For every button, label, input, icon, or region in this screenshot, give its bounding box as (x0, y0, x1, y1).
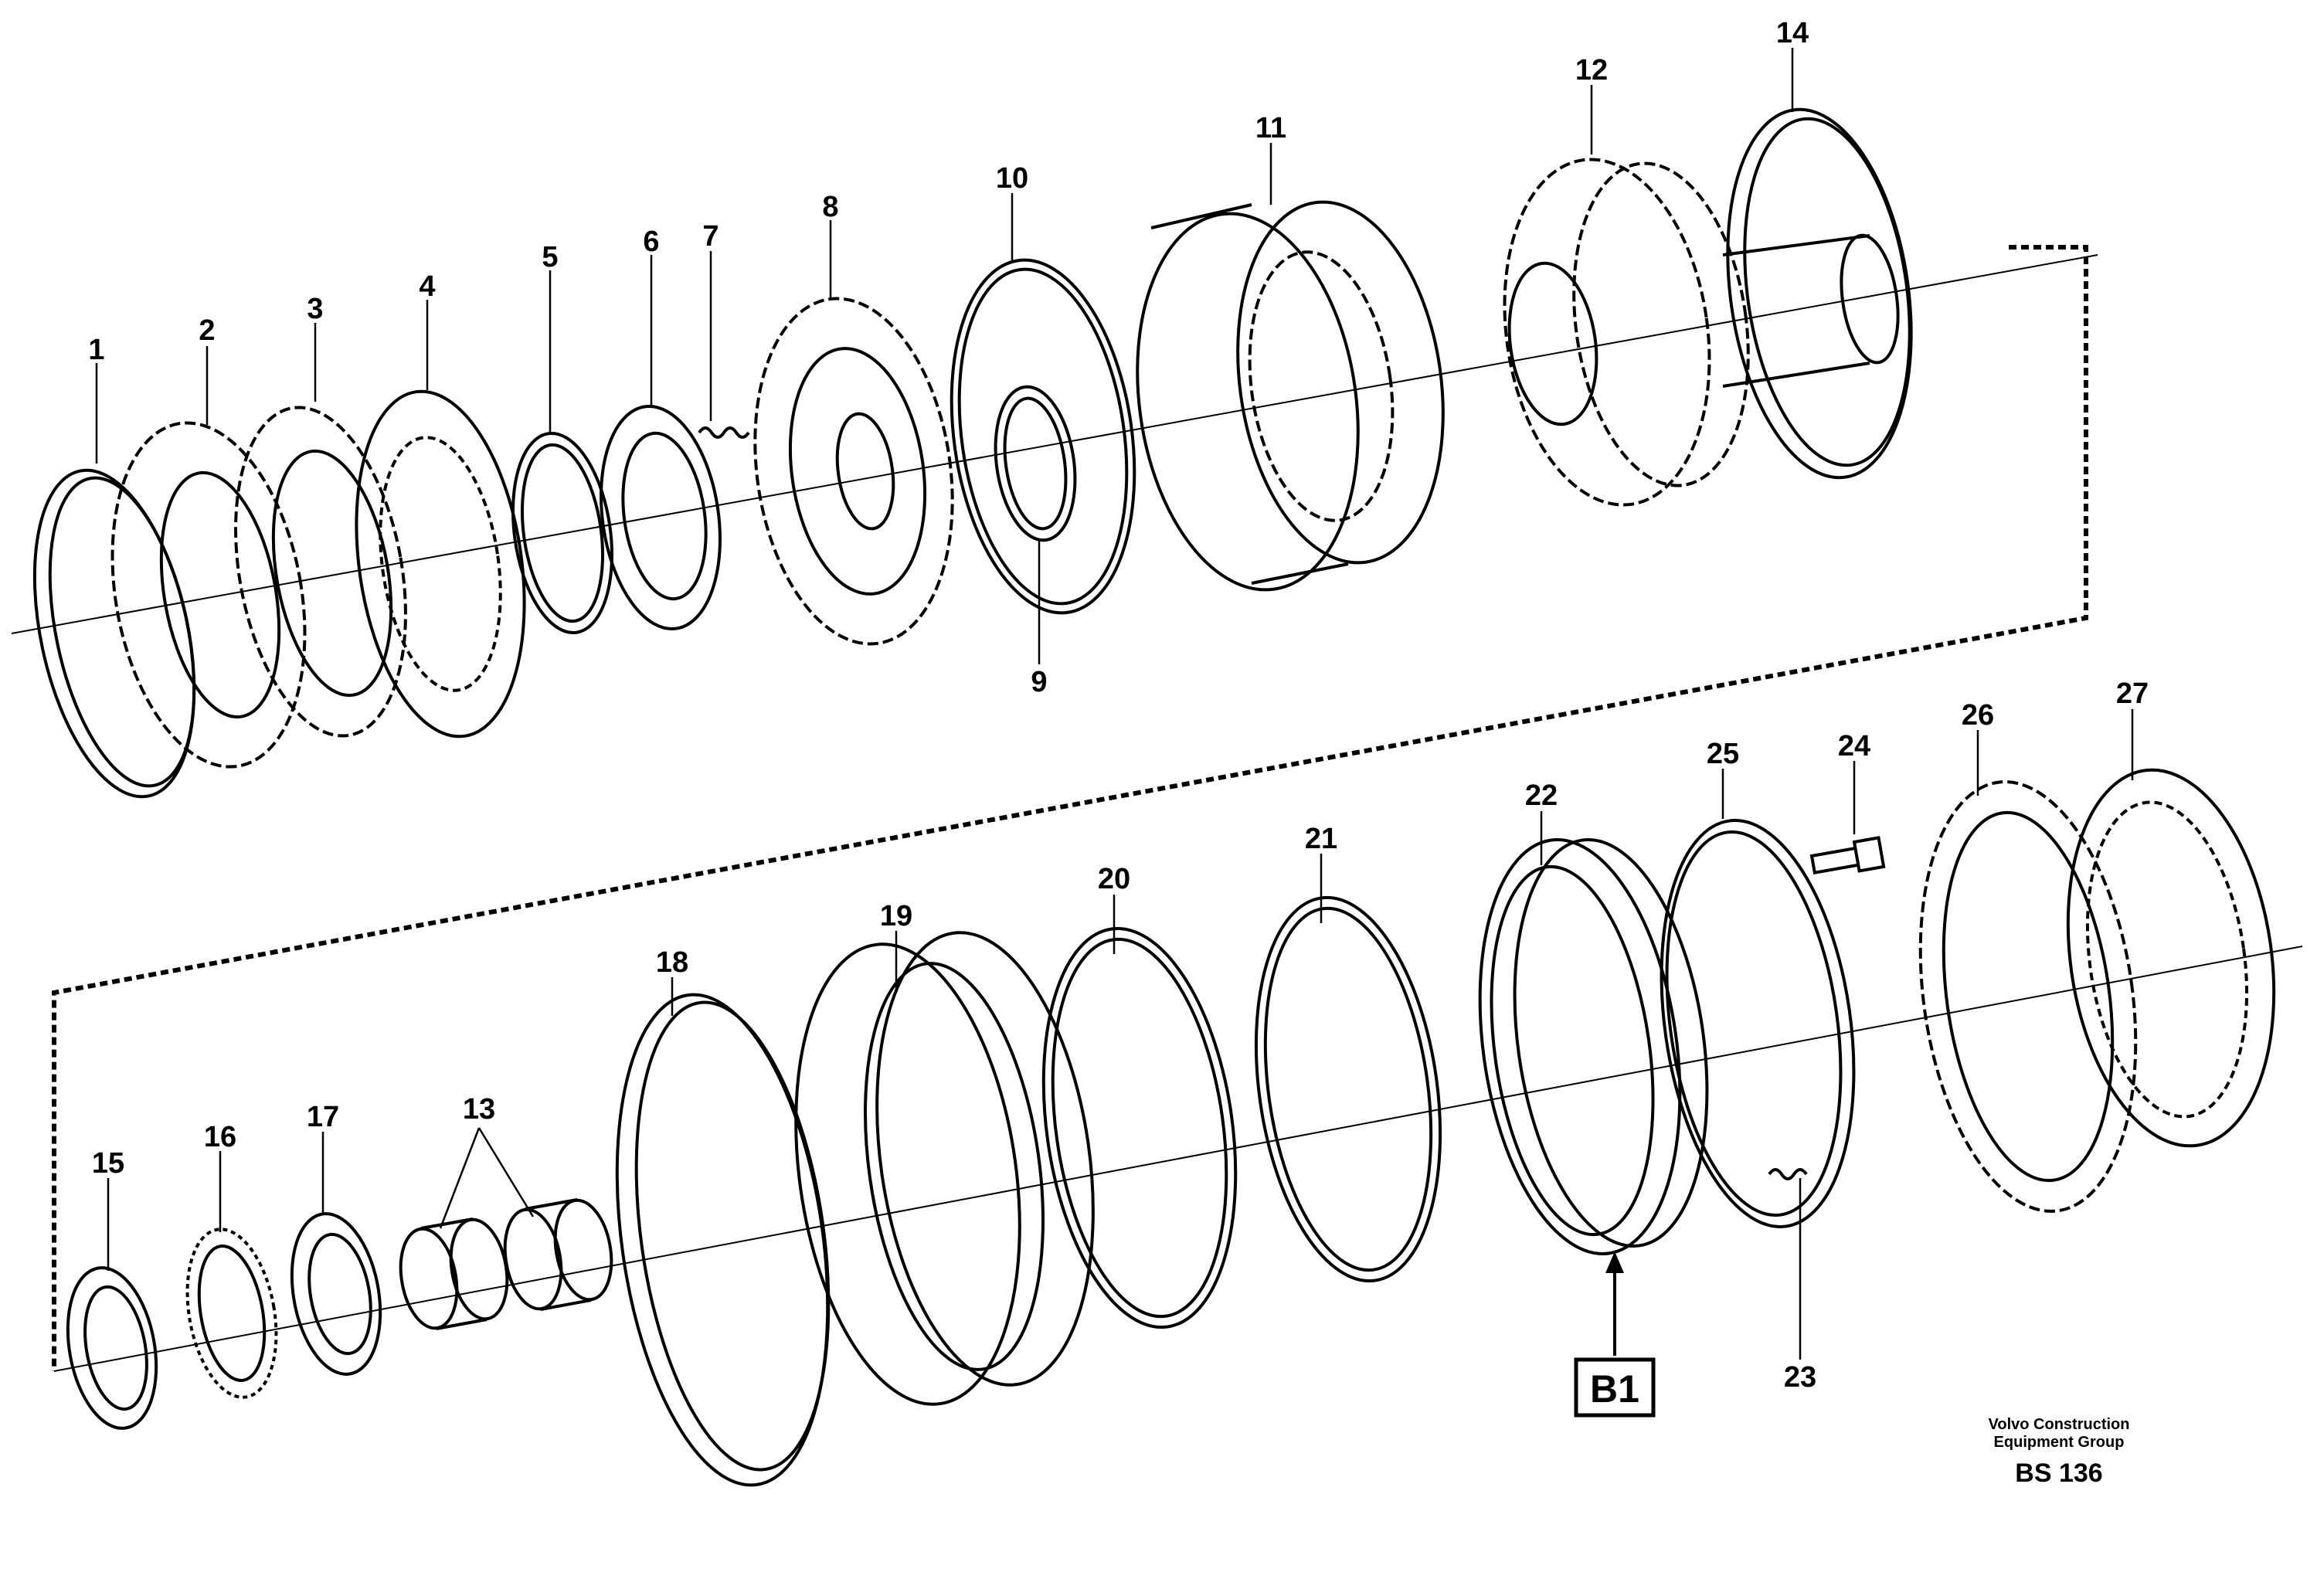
part-27-friction-disc (2066, 768, 2276, 1148)
part-3-toothed-disc (234, 406, 407, 738)
part-24-screw (1809, 836, 1886, 874)
part-label-21: 21 (1305, 823, 1337, 855)
part-6-spring-washer (600, 405, 722, 630)
part-label-25: 25 (1707, 738, 1739, 770)
part-label-5: 5 (542, 241, 558, 273)
part-label-17: 17 (307, 1101, 339, 1133)
part-label-26: 26 (1962, 699, 1994, 732)
row-connector-dashed (52, 245, 2088, 1371)
part-label-16: 16 (204, 1121, 236, 1153)
part-label-10: 10 (996, 162, 1028, 195)
part-22-piston-ring (1478, 838, 1709, 1255)
part-12-gear-shaft (1503, 158, 1900, 507)
part-5-ring (511, 431, 614, 635)
part-16-bearing (185, 1228, 278, 1399)
part-label-18: 18 (656, 946, 688, 979)
part-label-13: 13 (463, 1093, 495, 1126)
part-8-gear-hub (753, 297, 954, 646)
part-10-ring (950, 258, 1136, 615)
leader-lines (95, 48, 2134, 1360)
part-18-split-ring (615, 993, 831, 1487)
b1-reference-box (1574, 1357, 1656, 1418)
part-4-friction-disc (355, 389, 526, 739)
part-25-spring-plate (1660, 819, 1856, 1228)
part-label-7: 7 (702, 220, 719, 253)
part-label-27: 27 (2116, 677, 2149, 710)
part-label-6: 6 (643, 226, 659, 258)
part-label-14: 14 (1776, 17, 1809, 49)
figure-code: BS 136 (2015, 1458, 2102, 1488)
b1-reference-label: B1 (1590, 1367, 1639, 1411)
part-label-12: 12 (1575, 54, 1608, 87)
part-23-spring (1768, 1168, 1808, 1180)
part-13-bushing-b (503, 1198, 613, 1311)
part-label-19: 19 (880, 900, 912, 932)
part-label-9: 9 (1031, 666, 1047, 698)
part-label-3: 3 (307, 293, 323, 325)
part-9-ring (994, 385, 1077, 542)
part-26-toothed-disc (1918, 780, 2138, 1213)
part-label-22: 22 (1525, 779, 1558, 812)
part-2-toothed-disc (110, 421, 307, 769)
part-15-seal (66, 1266, 158, 1430)
bottom-axis-line (53, 946, 2303, 1372)
part-label-4: 4 (419, 270, 435, 303)
part-7-spring (698, 426, 750, 439)
credit-line-2: Equipment Group (1994, 1434, 2125, 1451)
part-label-8: 8 (822, 191, 838, 223)
part-17-bearing-race (290, 1212, 382, 1376)
part-label-1: 1 (88, 334, 104, 366)
part-label-15: 15 (92, 1147, 124, 1180)
part-label-23: 23 (1784, 1361, 1816, 1394)
part-19-piston (794, 931, 1095, 1406)
part-11-drum (1136, 200, 1445, 592)
part-label-11: 11 (1255, 112, 1286, 144)
part-13-bushing-a (399, 1217, 509, 1330)
part-label-24: 24 (1838, 730, 1870, 762)
part-14-split-ring (1726, 107, 1913, 480)
part-label-20: 20 (1098, 863, 1130, 895)
b1-arrow (1605, 1251, 1624, 1356)
credit-line-1: Volvo Construction (1989, 1416, 2130, 1433)
part-20-ring (1041, 926, 1238, 1329)
part-label-2: 2 (199, 314, 215, 347)
part-1-split-ring (32, 468, 196, 799)
part-21-ring (1254, 895, 1442, 1283)
